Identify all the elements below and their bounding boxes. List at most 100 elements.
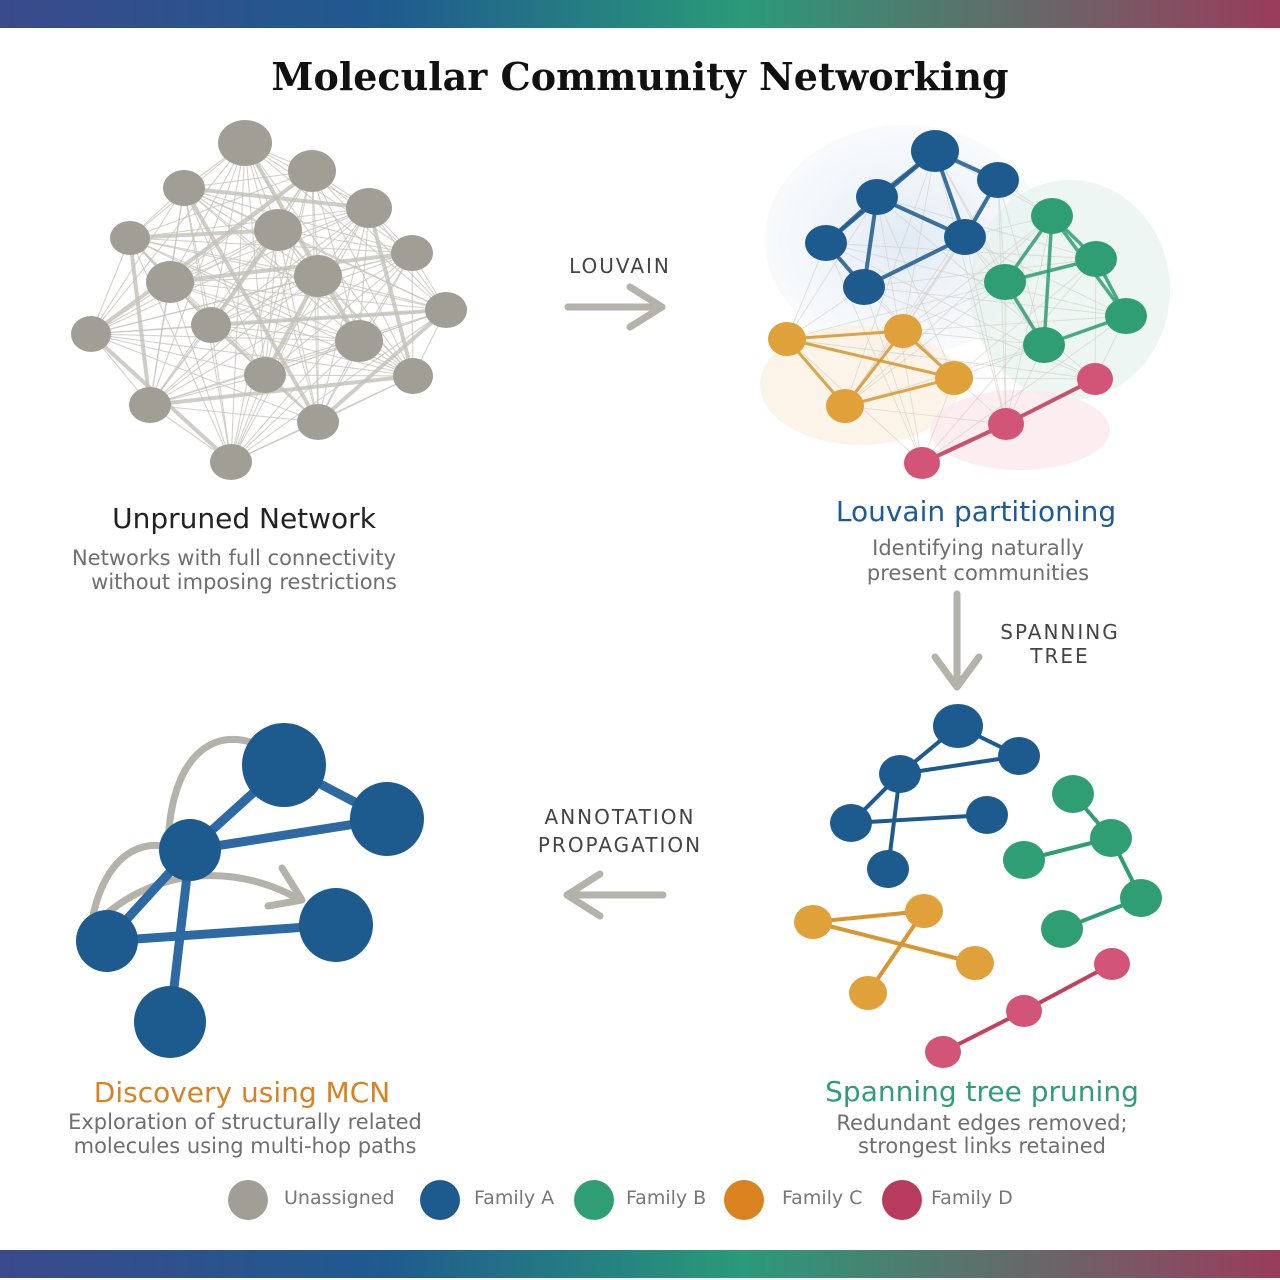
unpruned-edge: [149, 142, 246, 406]
spanning-node-family-c: [956, 946, 994, 980]
unpruned-node: [294, 255, 342, 297]
unpruned-edge: [367, 206, 415, 378]
louvain-background-edge: [825, 242, 923, 464]
unpruned-edge: [90, 333, 266, 376]
unpruned-edge: [90, 207, 370, 335]
discovery-edge-family-a: [102, 920, 341, 946]
louvain-background-edge: [1094, 258, 1097, 380]
unpruned-node: [297, 404, 339, 440]
louvain-background-edge: [876, 196, 955, 379]
unpruned-node: [391, 235, 433, 271]
unpruned-edge: [311, 170, 414, 377]
louvain-background-edge: [921, 258, 1097, 464]
louvain-background-edge: [863, 286, 1127, 317]
spanning-node-family-b: [1120, 879, 1162, 917]
louvain-node-family-c: [768, 322, 806, 356]
bottom-gradient-bar: [0, 1250, 1280, 1278]
louvain-node-family-a: [856, 179, 898, 215]
unpruned-edge: [149, 252, 413, 406]
unpruned-node: [146, 261, 194, 303]
louvain-node-family-c: [884, 314, 922, 348]
louvain-background-edge: [844, 281, 1006, 407]
step-spanning-label-line2: TREE: [1030, 644, 1090, 668]
discovery-node-family-a: [76, 910, 138, 972]
louvain-node-family-d: [904, 447, 940, 479]
spanning-node-family-b: [1003, 841, 1045, 879]
unpruned-desc-line2: without imposing restrictions: [91, 570, 397, 594]
process-arrows: [563, 283, 983, 920]
unpruned-node: [335, 320, 383, 362]
louvain-desc-line2: present communities: [866, 561, 1090, 585]
louvain-background-edge: [902, 215, 1053, 332]
unpruned-node: [129, 387, 171, 423]
spanning-edge-family-a: [849, 813, 989, 825]
louvain-node-family-d: [1077, 363, 1113, 395]
legend-swatch-family-a: [420, 1180, 460, 1220]
spanning-edge-family-c: [811, 920, 977, 965]
discovery-node-family-a: [134, 986, 206, 1058]
legend-swatch-family-b: [574, 1180, 614, 1220]
louvain-background-edge: [902, 150, 936, 332]
louvain-desc-line1: Identifying naturally: [872, 536, 1084, 560]
louvain-network: [760, 125, 1170, 479]
spanning-node-family-b: [1052, 775, 1094, 813]
spanning-node-family-b: [1041, 910, 1083, 948]
unpruned-edge: [182, 186, 320, 424]
discovery-network: [76, 723, 424, 1058]
louvain-background-edge: [964, 236, 1007, 425]
unpruned-edge: [90, 333, 414, 377]
unpruned-edge: [169, 281, 360, 342]
step-annotation-label-line2: PROPAGATION: [537, 833, 703, 857]
unpruned-edge: [183, 187, 266, 376]
legend-swatch-unassigned: [228, 1180, 268, 1220]
louvain-background-edge: [921, 315, 1127, 464]
unpruned-edge: [148, 374, 415, 407]
louvain-node-family-a: [805, 225, 847, 261]
unpruned-edge: [264, 252, 413, 376]
louvain-edge-family-c: [785, 329, 905, 341]
louvain-background-edge: [1004, 281, 1007, 425]
louvain-background-edge: [786, 196, 878, 340]
top-gradient-bar: [0, 0, 1280, 28]
discovery-node-family-a: [350, 782, 424, 856]
discovery-desc-line1: Exploration of structurally related: [68, 1110, 422, 1134]
unpruned-edge: [264, 374, 414, 377]
louvain-background-edge: [786, 338, 1096, 380]
discovery-node-family-a: [299, 888, 373, 962]
legend-swatch-family-c: [724, 1180, 764, 1220]
unpruned-edge: [90, 333, 319, 423]
unpruned-node: [210, 444, 252, 480]
louvain-node-family-b: [1075, 241, 1117, 277]
unpruned-edge: [244, 142, 413, 254]
unpruned-edge: [358, 207, 370, 342]
spanning-node-family-d: [925, 1036, 961, 1068]
discovery-node-family-a: [159, 819, 221, 881]
louvain-background-edge: [934, 150, 1006, 283]
unpruned-node: [425, 292, 467, 328]
unpruned-edge: [149, 309, 447, 406]
unpruned-node: [163, 170, 205, 206]
unpruned-edge: [168, 251, 414, 284]
spanning-node-family-b: [1090, 819, 1132, 857]
unpruned-edge: [90, 309, 447, 335]
unpruned-edge: [316, 308, 448, 424]
spanning-node-family-a: [867, 850, 909, 888]
unpruned-edge: [129, 237, 232, 463]
multi-hop-path-arc: [101, 872, 304, 919]
louvain-background-edge: [863, 286, 1096, 380]
discovery-heading: Discovery using MCN: [93, 1076, 391, 1109]
step-louvain-label: LOUVAIN: [569, 254, 671, 278]
discovery-node-family-a: [242, 723, 326, 807]
louvain-node-family-c: [935, 361, 973, 395]
unpruned-node: [218, 120, 272, 166]
unpruned-heading: Unpruned Network: [112, 502, 376, 535]
louvain-background-edge: [953, 258, 1097, 379]
unpruned-edge: [90, 252, 413, 335]
louvain-background-edge: [902, 330, 1045, 346]
louvain-heading: Louvain partitioning: [835, 495, 1117, 528]
step-annotation-label-line1: ANNOTATION: [544, 805, 696, 829]
legend-label-family-b: Family B: [626, 1187, 707, 1209]
spanning-tree-network: [794, 704, 1162, 1068]
spanning-node-family-a: [830, 804, 872, 842]
unpruned-edge: [244, 142, 266, 376]
